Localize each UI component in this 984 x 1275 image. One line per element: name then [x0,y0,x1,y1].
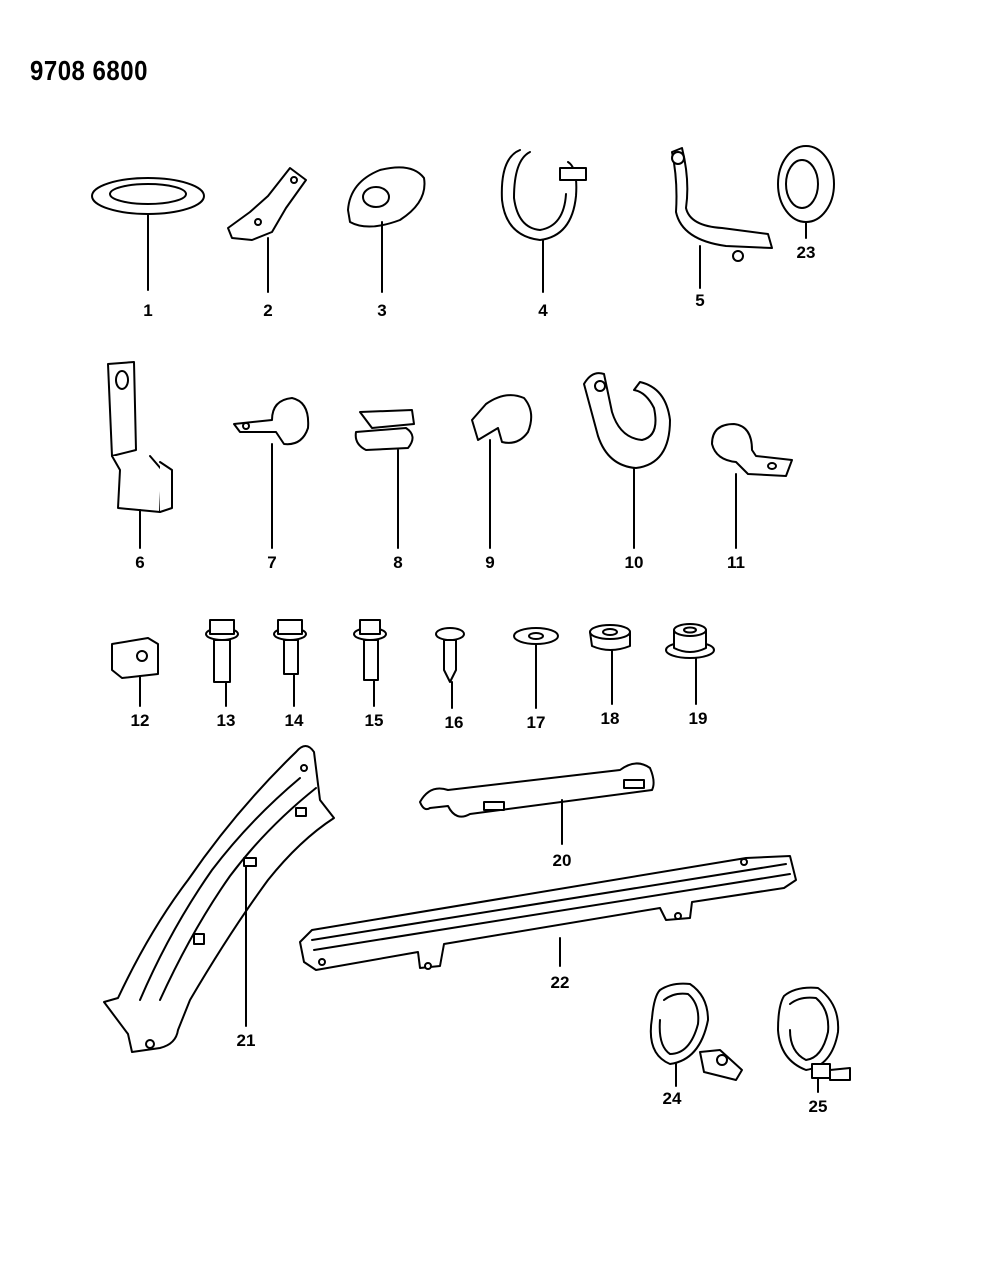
part-10-p-clamp[interactable]: 10 [583,372,671,572]
part-14-bolt[interactable]: 14 [273,619,307,730]
part-23-label: 23 [797,243,816,262]
part-20-harness-clip[interactable]: 20 [419,762,655,870]
part-3-label: 3 [377,301,386,320]
diagram-reference-number: 9708 6800 [30,55,148,87]
part-21-curved-channel[interactable]: 21 [103,745,335,1053]
part-6-bracket-clip[interactable]: 6 [107,361,173,572]
part-13-label: 13 [217,711,236,730]
part-24-label: 24 [663,1089,682,1108]
part-4-label: 4 [538,301,548,320]
part-2-bracket[interactable]: 2 [227,167,307,320]
part-22-label: 22 [551,973,570,992]
part-2-label: 2 [263,301,272,320]
part-1-label: 1 [143,301,152,320]
part-17-washer[interactable]: 17 [513,627,559,732]
part-11-label: 11 [727,553,745,572]
part-9-clip[interactable]: 9 [471,394,533,572]
part-15-bolt[interactable]: 15 [353,619,387,730]
part-7-clip[interactable]: 7 [233,397,310,572]
part-8-label: 8 [393,553,402,572]
part-19-flange-nut[interactable]: 19 [665,623,715,728]
part-19-label: 19 [689,709,708,728]
part-25-band-clamp[interactable]: 25 [777,986,851,1116]
part-15-label: 15 [365,711,384,730]
part-12-label: 12 [131,711,150,730]
part-1-grommet[interactable]: 1 [91,177,205,320]
part-6-label: 6 [135,553,144,572]
part-17-label: 17 [527,713,546,732]
part-16-label: 16 [445,713,464,732]
part-18-nut[interactable]: 18 [589,624,631,728]
part-11-small-clamp[interactable]: 11 [711,423,793,572]
part-18-label: 18 [601,709,620,728]
part-5-strap[interactable]: 5 [671,147,773,310]
part-12-clip-nut[interactable]: 12 [111,637,159,730]
part-8-spring-clip[interactable]: 8 [354,409,415,572]
part-22-long-channel[interactable]: 22 [299,855,797,992]
part-14-label: 14 [285,711,304,730]
part-25-label: 25 [809,1097,828,1116]
part-9-label: 9 [485,553,494,572]
part-3-plug[interactable]: 3 [347,166,426,320]
part-10-label: 10 [625,553,644,572]
part-16-screw[interactable]: 16 [435,627,465,732]
part-24-band-clamp[interactable]: 24 [649,982,743,1108]
part-13-bolt[interactable]: 13 [205,619,239,730]
part-20-label: 20 [553,851,572,870]
part-5-label: 5 [695,291,704,310]
part-7-label: 7 [267,553,276,572]
part-4-band-clamp[interactable]: 4 [500,149,587,320]
part-23-grommet[interactable]: 23 [777,145,835,262]
part-21-label: 21 [237,1031,256,1050]
